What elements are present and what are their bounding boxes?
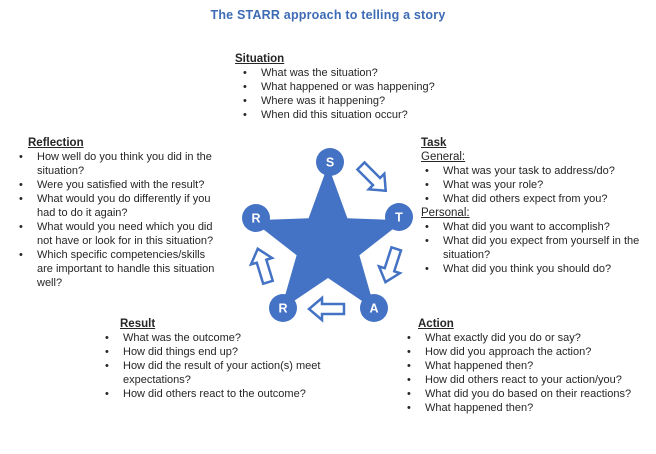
task-general-bullet-list: What was your task to address/do? What w…: [421, 164, 656, 206]
bullet-item: How did things end up?: [97, 345, 352, 359]
bullet-item: What happened or was happening?: [235, 80, 450, 94]
result-bullet-list: What was the outcome? How did things end…: [97, 331, 352, 401]
bullet-item: What did you expect from yourself in the…: [421, 234, 656, 262]
bullet-item: What happened then?: [399, 359, 654, 373]
node-circle: [269, 294, 297, 322]
bullet-item: What was your task to address/do?: [421, 164, 656, 178]
result-heading: Result: [120, 318, 156, 330]
node-letter: R: [278, 302, 287, 316]
task-general-label: General:: [421, 151, 466, 163]
node-s: S: [316, 148, 344, 176]
star-shape: [251, 165, 405, 310]
bullet-item: How did others react to your action/you?: [399, 373, 654, 387]
section-result: Result What was the outcome? How did thi…: [97, 317, 352, 401]
bullet-item: What did you do based on their reactions…: [399, 387, 654, 401]
node-letter: T: [395, 211, 403, 225]
bullet-item: What would you need which you did not ha…: [11, 220, 261, 248]
bullet-item: How did you approach the action?: [399, 345, 654, 359]
bullet-item: Which specific competencies/skills are i…: [11, 248, 261, 290]
node-t: T: [385, 203, 413, 231]
reflection-heading: Reflection: [28, 137, 84, 149]
action-bullet-list: What exactly did you do or say? How did …: [399, 331, 654, 415]
task-heading: Task: [421, 137, 447, 149]
slide-title: The STARR approach to telling a story: [210, 8, 446, 22]
bullet-item: What would you do differently if you had…: [11, 192, 261, 220]
node-letter: S: [326, 156, 334, 170]
bullet-item: Were you satisfied with the result?: [11, 178, 261, 192]
bullet-item: What was the outcome?: [97, 331, 352, 345]
section-situation: Situation What was the situation? What h…: [235, 52, 450, 122]
action-heading: Action: [418, 318, 454, 330]
reflection-bullet-list: How well do you think you did in the sit…: [11, 150, 261, 290]
node-a: A: [360, 294, 388, 322]
node-letter: A: [369, 302, 378, 316]
section-action: Action What exactly did you do or say? H…: [399, 317, 654, 415]
task-personal-bullet-list: What did you want to accomplish? What di…: [421, 220, 656, 276]
bullet-item: How well do you think you did in the sit…: [11, 150, 261, 178]
bullet-item: What happened then?: [399, 401, 654, 415]
bullet-item: How did others react to the outcome?: [97, 387, 352, 401]
node-circle: [360, 294, 388, 322]
arrow-t-to-a: [376, 245, 403, 284]
bullet-item: What did you want to accomplish?: [421, 220, 656, 234]
bullet-item: What did others expect from you?: [421, 192, 656, 206]
arrow-s-to-t: [355, 160, 388, 193]
bullet-item: When did this situation occur?: [235, 108, 450, 122]
task-personal-label: Personal:: [421, 207, 470, 219]
bullet-item: Where was it happening?: [235, 94, 450, 108]
bullet-item: What was the situation?: [235, 66, 450, 80]
bullet-item: What exactly did you do or say?: [399, 331, 654, 345]
bullet-item: How did the result of your action(s) mee…: [97, 359, 352, 387]
section-reflection: Reflection How well do you think you did…: [11, 136, 261, 290]
bullet-item: What was your role?: [421, 178, 656, 192]
situation-heading: Situation: [235, 53, 285, 65]
bullet-item: What did you think you should do?: [421, 262, 656, 276]
node-circle: [385, 203, 413, 231]
situation-bullet-list: What was the situation? What happened or…: [235, 66, 450, 122]
node-circle: [316, 148, 344, 176]
arrow-a-to-r: [307, 295, 346, 323]
section-task: Task General: What was your task to addr…: [421, 136, 656, 276]
node-r-bottom: R: [269, 294, 297, 322]
